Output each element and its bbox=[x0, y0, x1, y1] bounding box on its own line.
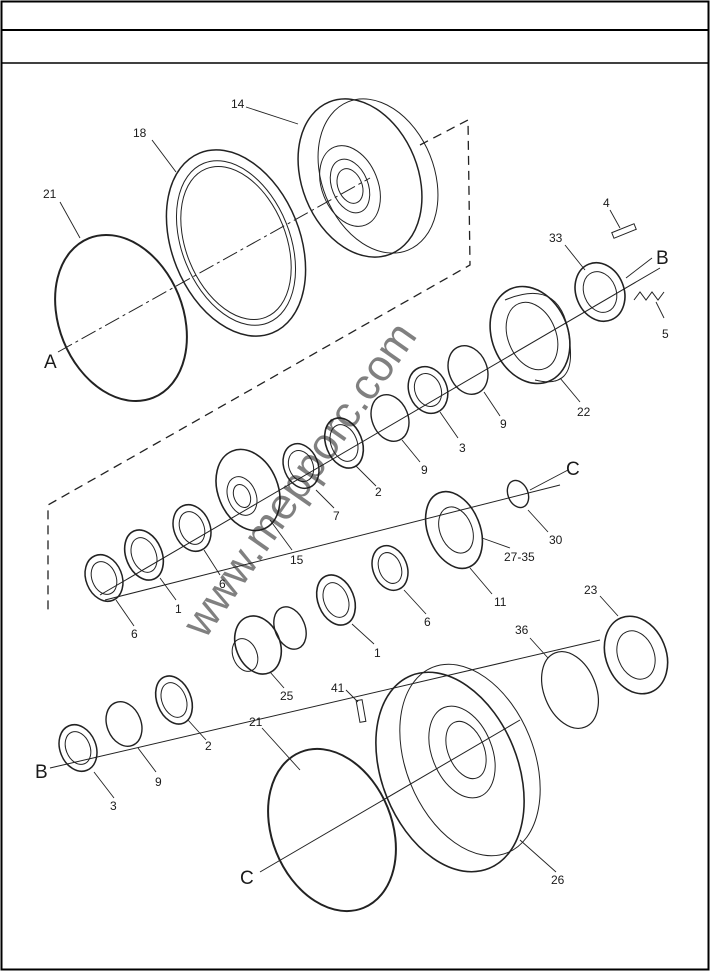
spring-5 bbox=[633, 291, 665, 301]
axis-line-bottom bbox=[49, 639, 601, 769]
plate-11 bbox=[424, 490, 484, 570]
o-ring-21-top bbox=[54, 233, 188, 403]
housing-14 bbox=[297, 98, 439, 258]
callout-26: 26 bbox=[551, 873, 565, 887]
callout-labels: 14 18 21 4 33 5 22 9 3 9 2 7 15 6 1 6 27… bbox=[43, 97, 669, 887]
washer-6-b bbox=[84, 553, 124, 603]
pin-4 bbox=[611, 223, 637, 239]
callout-2-a: 2 bbox=[375, 485, 382, 499]
washer-7 bbox=[282, 442, 320, 490]
needle-bearing-2-bottom bbox=[154, 675, 194, 725]
snap-ring-9-mid bbox=[370, 394, 410, 442]
callout-9-a: 9 bbox=[500, 417, 507, 431]
callout-1-a: 1 bbox=[175, 602, 182, 616]
callout-3-b: 3 bbox=[110, 799, 117, 813]
bearing-cage-33 bbox=[574, 261, 626, 323]
callout-33: 33 bbox=[549, 231, 563, 245]
plate-18 bbox=[165, 149, 307, 337]
callout-6-c: 6 bbox=[424, 615, 431, 629]
gear-shaft-25 bbox=[231, 606, 307, 675]
washer-6-c bbox=[371, 544, 409, 592]
bolt-41 bbox=[355, 699, 367, 723]
callout-7: 7 bbox=[333, 509, 340, 523]
callout-6-a: 6 bbox=[219, 577, 226, 591]
reference-letters: A B C B C bbox=[35, 248, 669, 889]
axis-line-top bbox=[57, 177, 371, 353]
callout-30: 30 bbox=[549, 533, 563, 547]
thrust-bearing-1-a bbox=[123, 529, 165, 581]
letter-b-bottom: B bbox=[35, 762, 48, 783]
thrust-washer-3-bottom bbox=[58, 723, 98, 773]
callout-25: 25 bbox=[280, 689, 294, 703]
housing-26 bbox=[375, 663, 541, 873]
o-ring-36 bbox=[541, 651, 599, 729]
callout-5: 5 bbox=[662, 327, 669, 341]
drum-22 bbox=[489, 285, 572, 385]
needle-bearing-2-top bbox=[323, 417, 365, 469]
washer-6-a bbox=[172, 503, 212, 553]
ring-30 bbox=[506, 479, 530, 509]
letter-c-mid: C bbox=[566, 459, 580, 480]
callout-6-b: 6 bbox=[131, 627, 138, 641]
callout-4: 4 bbox=[603, 196, 610, 210]
callout-3-a: 3 bbox=[459, 441, 466, 455]
callout-23: 23 bbox=[584, 583, 598, 597]
axis-line-base bbox=[259, 719, 521, 873]
callout-9-c: 9 bbox=[155, 775, 162, 789]
seal-23 bbox=[603, 615, 669, 695]
callout-21-top: 21 bbox=[43, 187, 57, 201]
letter-c-bottom: C bbox=[240, 868, 254, 889]
axis-line-lower bbox=[104, 484, 561, 601]
thrust-washer-3-top bbox=[407, 365, 449, 415]
o-ring-21-bottom bbox=[267, 747, 397, 913]
callout-14: 14 bbox=[231, 97, 245, 111]
callout-11: 11 bbox=[494, 595, 507, 609]
callout-21-bottom: 21 bbox=[249, 715, 263, 729]
callout-9-b: 9 bbox=[421, 463, 428, 477]
thrust-bearing-1-b bbox=[315, 574, 357, 626]
carrier-15 bbox=[215, 448, 281, 532]
callout-22: 22 bbox=[577, 405, 591, 419]
callout-27-35: 27-35 bbox=[504, 550, 535, 564]
callout-15: 15 bbox=[290, 553, 304, 567]
callout-2-b: 2 bbox=[205, 739, 212, 753]
letter-b-top: B bbox=[656, 248, 669, 269]
assembly-dashed-outline bbox=[47, 118, 471, 612]
callout-41: 41 bbox=[331, 681, 345, 695]
callout-36: 36 bbox=[515, 623, 529, 637]
watermark-text: www.mepporc.com bbox=[172, 313, 426, 646]
snap-ring-9-bottom bbox=[105, 701, 143, 747]
leader-lines bbox=[59, 106, 665, 873]
callout-18: 18 bbox=[133, 126, 147, 140]
snap-ring-9-top bbox=[447, 345, 489, 395]
letter-a: A bbox=[44, 352, 57, 373]
callout-1-b: 1 bbox=[374, 646, 381, 660]
